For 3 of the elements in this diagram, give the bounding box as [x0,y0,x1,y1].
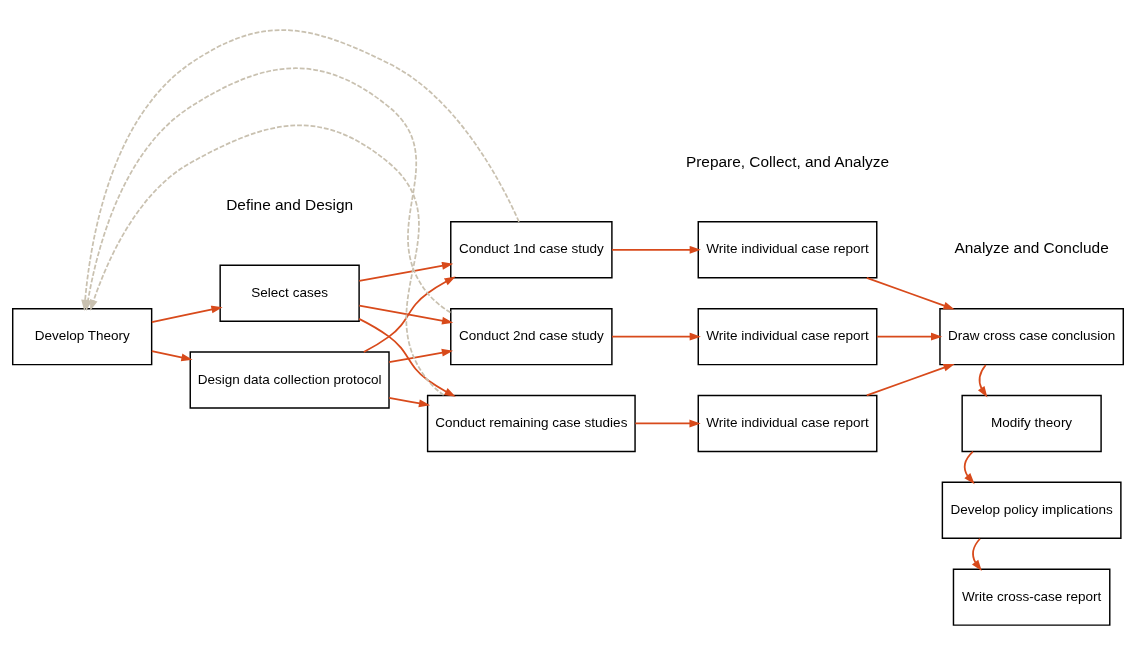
label: Analyze and Conclude [954,238,1109,256]
label: Define and Design [226,195,354,213]
label: Prepare, Collect, and Analyze [685,152,890,170]
